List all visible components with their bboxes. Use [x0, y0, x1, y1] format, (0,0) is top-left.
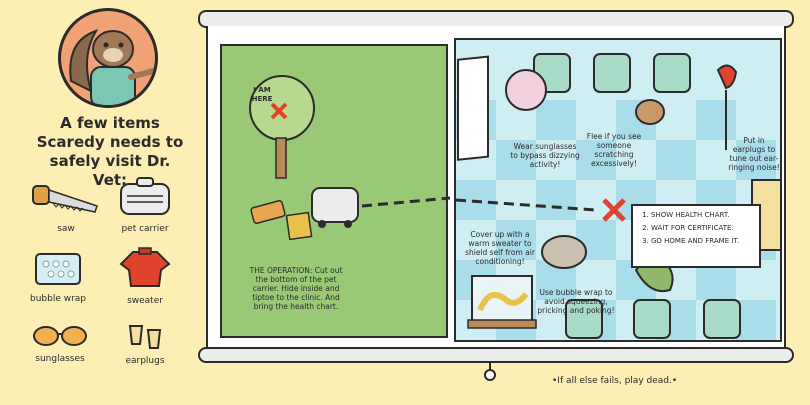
note-sunglasses: Wear sunglasses to bypass dizzying activ…: [510, 142, 580, 169]
bubble-wrap-item: bubble wrap: [18, 248, 98, 304]
outside-grass-area: I AM HERE THE OPERATION: Cut out the bot…: [220, 44, 450, 338]
clinic-waiting-room: Wear sunglasses to bypass dizzying activ…: [454, 38, 782, 342]
left-panel: A few items Scaredy needs to safely visi…: [0, 0, 200, 405]
step-2: WAIT FOR CERTIFICATE.: [651, 224, 755, 232]
saw-label: saw: [57, 224, 75, 234]
note-sweater: Cover up with a warm sweater to shield s…: [465, 230, 535, 266]
earplugs-item: earplugs: [105, 320, 185, 366]
sunglasses-icon: [33, 326, 87, 346]
outside-illustration: [249, 75, 450, 241]
footer-note: •If all else fails, play dead.•: [552, 376, 678, 386]
note-earplugs: Put in earplugs to tune out ear-ringing …: [728, 136, 780, 172]
operation-text: THE OPERATION: Cut out the bottom of the…: [249, 266, 343, 311]
clinic-illustration: [456, 53, 780, 339]
sweater-icon: [119, 247, 171, 287]
squirrel-illustration: [69, 29, 155, 105]
intro-title: A few items Scaredy needs to safely visi…: [36, 114, 184, 189]
saw-item: saw: [26, 182, 106, 234]
tree-sign: I AM HERE: [251, 86, 273, 103]
pet-carrier-label: pet carrier: [121, 224, 169, 234]
sunglasses-label: sunglasses: [35, 354, 85, 364]
bubble-wrap-label: bubble wrap: [29, 294, 87, 304]
bubble-wrap-icon: [35, 253, 81, 285]
screen-bottom-bar: [198, 347, 794, 363]
squirrel-avatar: [58, 8, 158, 108]
projector-screen: I AM HERE THE OPERATION: Cut out the bot…: [206, 26, 786, 349]
pet-carrier-icon: [120, 177, 170, 215]
step-3: GO HOME AND FRAME IT.: [651, 237, 755, 245]
sunglasses-item: sunglasses: [20, 322, 100, 364]
step-1: SHOW HEALTH CHART.: [651, 211, 755, 219]
pet-carrier-item: pet carrier: [105, 176, 185, 234]
sweater-label: sweater: [127, 296, 163, 306]
sweater-item: sweater: [105, 246, 185, 306]
saw-icon: [32, 185, 98, 213]
note-bubble-wrap: Use bubble wrap to avoid squeezing, pric…: [537, 288, 615, 315]
pull-knob-icon[interactable]: [483, 362, 497, 382]
note-flee: Flee if you see someone scratching exces…: [586, 132, 642, 168]
earplugs-icon: [128, 325, 162, 349]
earplugs-label: earplugs: [125, 356, 165, 366]
instructions-card: SHOW HEALTH CHART. WAIT FOR CERTIFICATE.…: [631, 204, 761, 268]
